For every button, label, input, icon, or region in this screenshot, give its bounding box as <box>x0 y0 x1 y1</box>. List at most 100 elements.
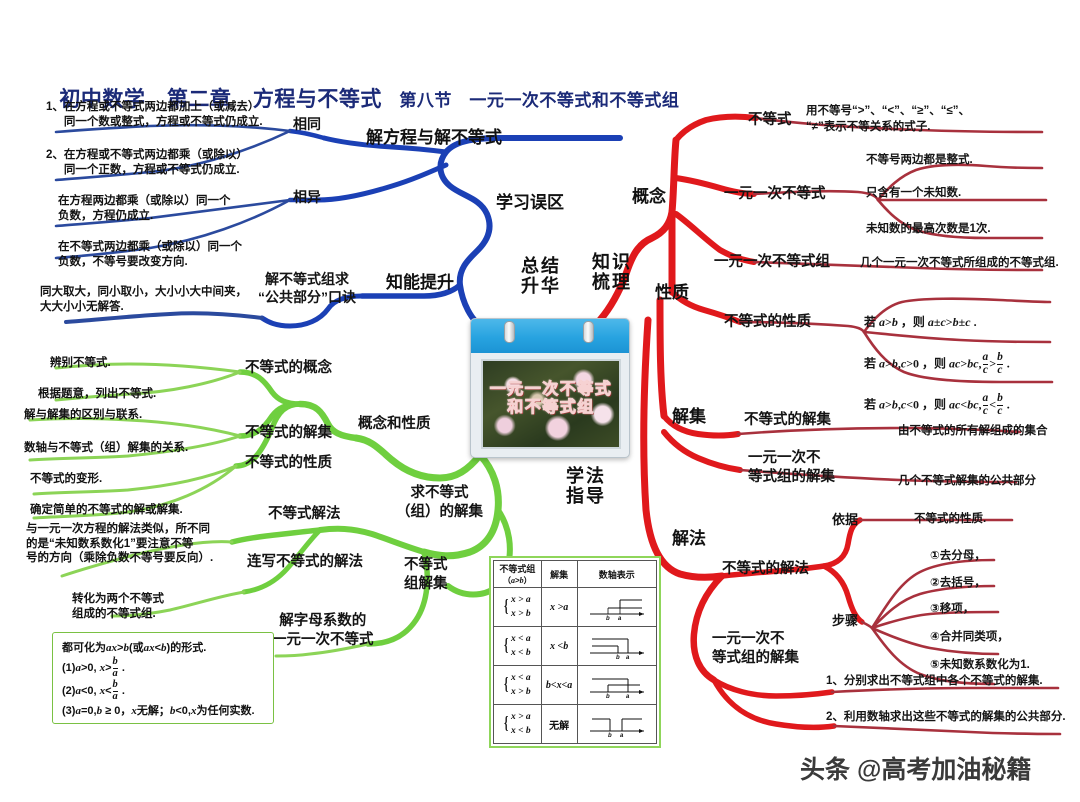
red-node-inequality: 不等式 <box>748 112 792 128</box>
card-header-bar <box>471 319 629 353</box>
red-node-basis: 依据 <box>832 512 859 527</box>
red-main-concept: 概念 <box>632 187 666 206</box>
blue-node-diff: 相异 <box>293 189 321 205</box>
green-leaf-concept-2: 根据题意，列出不等式. <box>38 388 157 400</box>
blue-node-skill-uplift: 知能提升 <box>386 273 454 292</box>
green-leaf-property-2: 确定简单的不等式的解或解集. <box>30 504 183 516</box>
blue-leaf-same-2: 2、在方程或不等式两边都乘（或除以） 同一个正数，方程或不等式仍成立. <box>46 149 248 176</box>
green-main-find-solution-set: 求不等式 （组）的解集 <box>396 485 483 520</box>
red-leaf-step-3: ③移项， <box>930 603 975 615</box>
cell-solution: 无解 <box>540 704 578 744</box>
green-main-concept-property: 概念和性质 <box>358 416 431 432</box>
green-node-letter-coeff: 解字母系数的 一元一次不等式 <box>272 613 374 648</box>
blue-node-solve-eq: 解方程与解不等式 <box>366 128 502 147</box>
cell-system: x < ax < b <box>493 626 542 666</box>
center-label-study-method: 学法 指导 <box>566 466 606 507</box>
red-node-solution-set-def: 不等式的解集 <box>744 412 831 428</box>
cell-axis: b a <box>576 665 658 705</box>
svg-text:b: b <box>606 616 610 620</box>
blue-leaf-same-1: 1、在方程或不等式两边都加上（或减去） 同一个数或整式，方程或不等式仍成立. <box>46 101 263 128</box>
blue-main-misconception: 学习误区 <box>496 193 564 212</box>
inequality-system-table: 不等式组（a>b） 解集 数轴表示 x > ax > b x >a <box>489 556 661 748</box>
svg-text:b: b <box>606 694 610 698</box>
red-leaf-system-def: 几个一元一次不等式所组成的不等式组. <box>860 257 1059 269</box>
red-leaf-system-step-2: 2、利用数轴求出这些不等式的解集的公共部分. <box>826 711 1066 723</box>
green-leaf-concept-1: 辨别不等式. <box>50 357 111 369</box>
red-node-steps: 步骤 <box>832 613 859 628</box>
red-leaf-inequality-def: 用不等号“>”、“<”、“≥”、“≤”、 “≠”表示不等关系的式子. <box>806 105 971 133</box>
red-leaf-system-step-1: 1、分别求出不等式组中各个不等式的解集. <box>826 675 1043 687</box>
red-leaf-step-4: ④合并同类项， <box>930 631 1009 643</box>
center-label-knowledge: 知识 梳理 <box>592 252 632 293</box>
card-title-line1: 一元一次不等式 <box>489 381 613 399</box>
binder-ring-right <box>583 321 594 343</box>
card-title-line2: 和不等式组 <box>507 398 595 416</box>
red-leaf-linear-2: 只含有一个未知数. <box>866 187 962 199</box>
red-leaf-solution-set-1: 由不等式的所有解组成的集合 <box>898 425 1048 437</box>
green-node-concept: 不等式的概念 <box>245 360 332 376</box>
red-node-linear-inequality: 一元一次不等式 <box>724 186 826 202</box>
table-row: x < ax < b x <b b a <box>493 626 658 666</box>
red-node-inequality-property: 不等式的性质 <box>724 314 811 330</box>
table-header-solution: 解集 <box>540 560 578 588</box>
green-main-system-solution-set: 不等式 组解集 <box>404 557 448 592</box>
cell-axis: b a <box>576 587 658 627</box>
red-main-property: 性质 <box>655 283 689 302</box>
binder-ring-left <box>504 321 515 343</box>
red-node-inequality-method: 不等式的解法 <box>722 561 809 577</box>
center-label-summary: 总结 升华 <box>521 256 561 297</box>
red-leaf-linear-3: 未知数的最高次数是1次. <box>866 223 991 235</box>
title-part1: 初中数学 第二章 方程与不等式 <box>59 88 382 111</box>
blue-leaf-diff-2: 在不等式两边都乘（或除以）同一个 负数，不等号要改变方向. <box>58 241 242 268</box>
red-node-system-method: 一元一次不 等式组的解集 <box>712 631 799 667</box>
red-leaf-step-2: ②去括号， <box>930 577 986 589</box>
card-title: 一元一次不等式 和不等式组 <box>483 381 619 417</box>
blue-node-same: 相同 <box>293 116 321 132</box>
green-node-solution-set: 不等式的解集 <box>245 425 332 441</box>
table-header-axis: 数轴表示 <box>576 560 658 588</box>
blue-leaf-mnemonic: 同大取大，同小取小，大小小大中间夹， 大大小小无解答. <box>40 286 247 313</box>
table-header-row: 不等式组（a>b） 解集 数轴表示 <box>493 560 658 588</box>
green-node-chain-method: 连写不等式的解法 <box>247 554 363 570</box>
watermark: 头条 @高考加油秘籍 <box>800 756 1032 784</box>
svg-text:b: b <box>608 733 612 737</box>
formula-line-3: (3)a=0,b ≥ 0，x无解；b<0,x为任何实数. <box>62 704 255 717</box>
cell-axis: b a <box>576 704 658 744</box>
blue-leaf-diff-1: 在方程两边都乘（或除以）同一个 负数，方程仍成立. <box>58 195 231 222</box>
green-leaf-chain: 转化为两个不等式 组成的不等式组. <box>72 593 164 620</box>
table-row: x > ax < b 无解 b a <box>493 704 658 744</box>
red-leaf-step-1: ①去分母， <box>930 550 986 562</box>
svg-text:a: a <box>626 694 630 698</box>
green-node-property: 不等式的性质 <box>245 455 332 471</box>
red-leaf-step-5: ⑤未知数系数化为1. <box>930 659 1030 671</box>
table-row: x > ax > b x >a b a <box>493 587 658 627</box>
table-row: x < ax > b b<x<a b a <box>493 665 658 705</box>
red-leaf-property-1: 若 a>b ，则 a±c>b±c . <box>864 315 977 330</box>
cell-system: x > ax < b <box>493 704 542 744</box>
red-main-solution-set: 解集 <box>672 407 706 426</box>
title-part2: 第八节 一元一次不等式和不等式组 <box>399 91 680 110</box>
table-header-system: 不等式组（a>b） <box>493 560 542 588</box>
red-main-method: 解法 <box>672 529 706 548</box>
svg-text:a: a <box>626 655 630 659</box>
green-leaf-property-1: 不等式的变形. <box>30 473 103 485</box>
green-leaf-method: 与一元一次方程的解法类似，所不同 的是“未知数系数化1”要注意不等 号的方向（乘… <box>26 523 214 565</box>
svg-text:b: b <box>616 655 620 659</box>
red-node-system-solution-set: 一元一次不 等式组的解集 <box>748 450 835 486</box>
page-title: 初中数学 第二章 方程与不等式 第八节 一元一次不等式和不等式组 <box>34 59 679 137</box>
cell-solution: x >a <box>540 587 578 627</box>
red-leaf-solution-set-2: 几个不等式解集的公共部分 <box>898 475 1036 487</box>
cell-axis: b a <box>576 626 658 666</box>
card-photo: 一元一次不等式 和不等式组 <box>481 359 621 449</box>
cell-system: x > ax > b <box>493 587 542 627</box>
cell-solution: b<x<a <box>540 665 578 705</box>
svg-text:a: a <box>620 733 624 737</box>
formula-line-0: 都可化为ax>b(或ax<b)的形式. <box>62 642 207 654</box>
green-node-method: 不等式解法 <box>268 506 341 522</box>
